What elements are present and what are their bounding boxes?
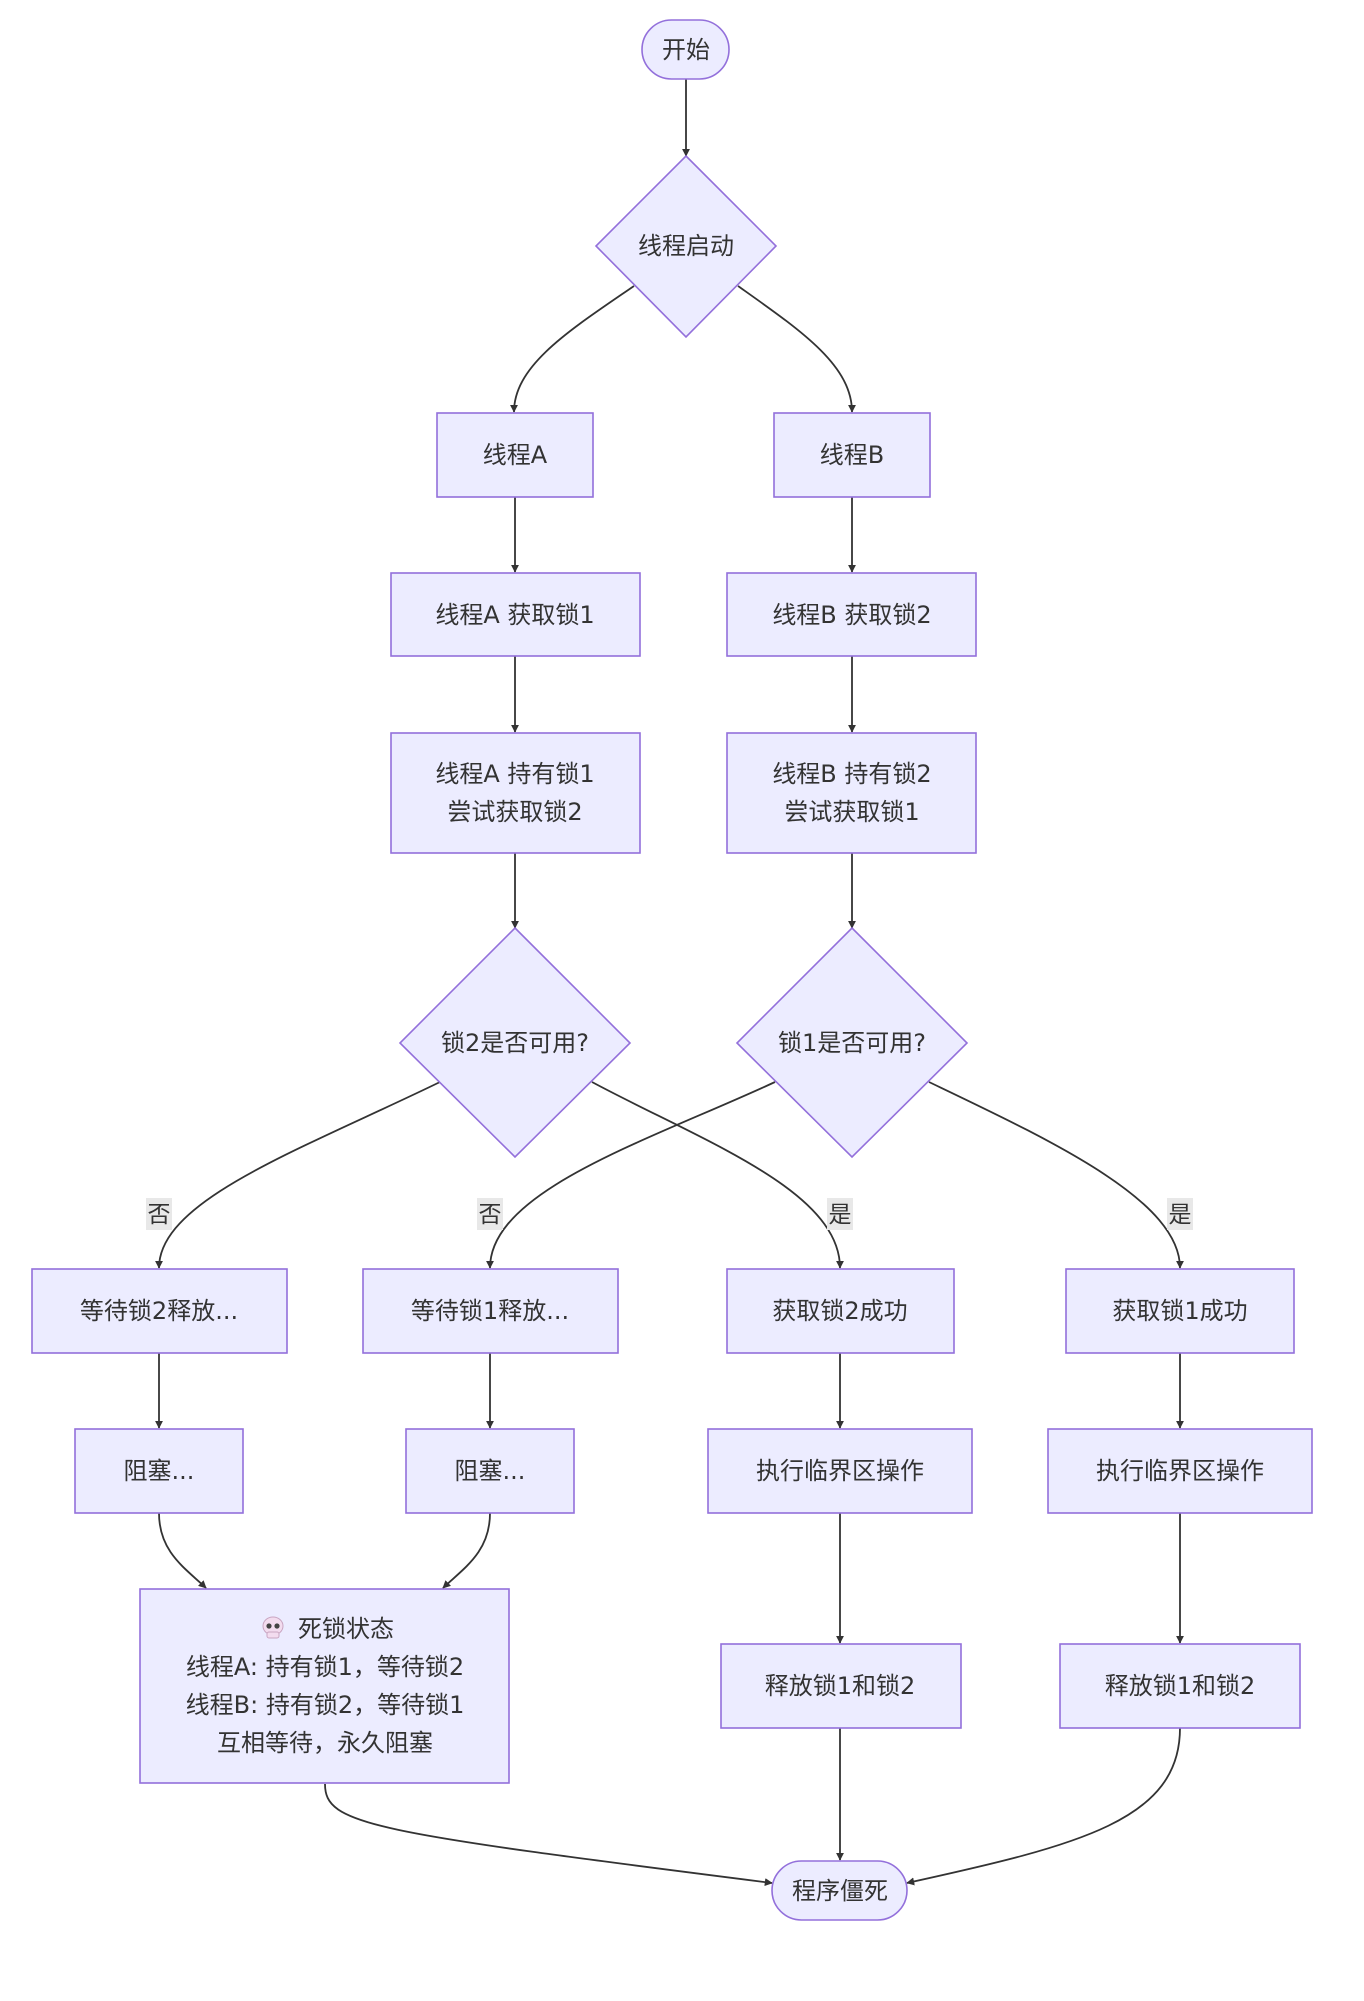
node-lock1-available: 锁1是否可用? xyxy=(735,926,969,1159)
node-b-hold: 线程B 持有锁2 尝试获取锁1 xyxy=(726,732,977,854)
edge-label-lock2-no-text: 否 xyxy=(148,1202,171,1228)
nodes: 开始 线程启动 线程A 线程B 线程A 获取锁1 线程B 获取锁2 线程A xyxy=(31,19,1313,1921)
node-release-b: 释放锁1和锁2 xyxy=(1059,1643,1301,1729)
edge-lock1-yes-to-got-lock1 xyxy=(928,1081,1184,1269)
edge-thread-start-to-thread-b xyxy=(737,285,856,413)
node-blocked-a-label: 阻塞... xyxy=(124,1457,195,1485)
node-deadlock-line3: 互相等待，永久阻塞 xyxy=(217,1729,433,1757)
node-thread-b: 线程B xyxy=(773,412,931,498)
edge-label-lock2-yes: 是 xyxy=(827,1198,853,1230)
node-lock2-available-label: 锁2是否可用? xyxy=(441,1029,589,1057)
node-thread-start-label: 线程启动 xyxy=(638,232,734,260)
edge-blocked-a-to-deadlock xyxy=(158,1512,207,1589)
edges xyxy=(155,79,1184,1887)
edge-blocked-b-to-deadlock xyxy=(442,1512,491,1589)
node-thread-b-label: 线程B xyxy=(820,441,884,469)
node-blocked-a: 阻塞... xyxy=(74,1428,244,1514)
node-b-get-lock2: 线程B 获取锁2 xyxy=(726,572,977,657)
node-blocked-b: 阻塞... xyxy=(405,1428,575,1514)
node-b-hold-line2: 尝试获取锁1 xyxy=(784,798,919,826)
skull-icon xyxy=(262,1616,284,1639)
node-a-hold: 线程A 持有锁1 尝试获取锁2 xyxy=(390,732,641,854)
node-start-label: 开始 xyxy=(662,36,710,64)
node-a-get-lock1: 线程A 获取锁1 xyxy=(390,572,641,657)
node-wait-lock1-label: 等待锁1释放... xyxy=(411,1297,569,1325)
node-thread-start: 线程启动 xyxy=(594,154,778,339)
node-got-lock2-label: 获取锁2成功 xyxy=(772,1297,907,1325)
node-wait-lock2: 等待锁2释放... xyxy=(31,1268,288,1354)
node-deadlock-title: 死锁状态 xyxy=(298,1615,394,1643)
node-b-get-lock2-label: 线程B 获取锁2 xyxy=(772,601,931,629)
edge-labels: 否 否 是 是 xyxy=(146,1198,1193,1230)
node-release-a: 释放锁1和锁2 xyxy=(720,1643,962,1729)
node-lock2-available: 锁2是否可用? xyxy=(398,926,632,1159)
node-program-hang-label: 程序僵死 xyxy=(792,1877,888,1905)
node-critical-b: 执行临界区操作 xyxy=(1047,1428,1313,1514)
node-got-lock1: 获取锁1成功 xyxy=(1065,1268,1295,1354)
edge-label-lock1-yes: 是 xyxy=(1167,1198,1193,1230)
node-deadlock-line1: 线程A: 持有锁1，等待锁2 xyxy=(186,1653,464,1681)
node-release-a-label: 释放锁1和锁2 xyxy=(765,1672,916,1700)
node-release-b-label: 释放锁1和锁2 xyxy=(1105,1672,1256,1700)
edge-lock2-no-to-wait-lock2 xyxy=(155,1081,441,1269)
node-critical-b-label: 执行临界区操作 xyxy=(1096,1457,1264,1485)
edge-label-lock1-no: 否 xyxy=(477,1198,503,1230)
node-b-hold-line1: 线程B 持有锁2 xyxy=(772,760,931,788)
node-wait-lock2-label: 等待锁2释放... xyxy=(80,1297,238,1325)
node-got-lock1-label: 获取锁1成功 xyxy=(1112,1297,1247,1325)
node-thread-a: 线程A xyxy=(436,412,594,498)
node-blocked-b-label: 阻塞... xyxy=(455,1457,526,1485)
edge-label-lock2-yes-text: 是 xyxy=(829,1202,852,1228)
edge-lock2-yes-to-got-lock2 xyxy=(591,1081,844,1269)
node-lock1-available-label: 锁1是否可用? xyxy=(778,1029,926,1057)
node-critical-a: 执行临界区操作 xyxy=(707,1428,973,1514)
edge-release-b-to-program-hang xyxy=(906,1727,1181,1886)
node-wait-lock1: 等待锁1释放... xyxy=(362,1268,619,1354)
node-program-hang: 程序僵死 xyxy=(771,1860,908,1921)
edge-label-lock1-no-text: 否 xyxy=(479,1202,502,1228)
node-deadlock: 死锁状态 线程A: 持有锁1，等待锁2 线程B: 持有锁2，等待锁1 互相等待，… xyxy=(139,1588,510,1784)
node-a-hold-line1: 线程A 持有锁1 xyxy=(435,760,594,788)
edge-lock1-no-to-wait-lock1 xyxy=(486,1081,776,1269)
node-a-hold-line2: 尝试获取锁2 xyxy=(447,798,582,826)
node-a-get-lock1-label: 线程A 获取锁1 xyxy=(435,601,594,629)
edge-thread-start-to-thread-a xyxy=(510,285,635,413)
edge-label-lock2-no: 否 xyxy=(146,1198,172,1230)
node-deadlock-line2: 线程B: 持有锁2，等待锁1 xyxy=(186,1691,465,1719)
node-got-lock2: 获取锁2成功 xyxy=(726,1268,955,1354)
node-critical-a-label: 执行临界区操作 xyxy=(756,1457,924,1485)
node-start: 开始 xyxy=(641,19,730,80)
edge-label-lock1-yes-text: 是 xyxy=(1169,1202,1192,1228)
edge-deadlock-to-program-hang xyxy=(324,1783,773,1887)
node-thread-a-label: 线程A xyxy=(483,441,548,469)
